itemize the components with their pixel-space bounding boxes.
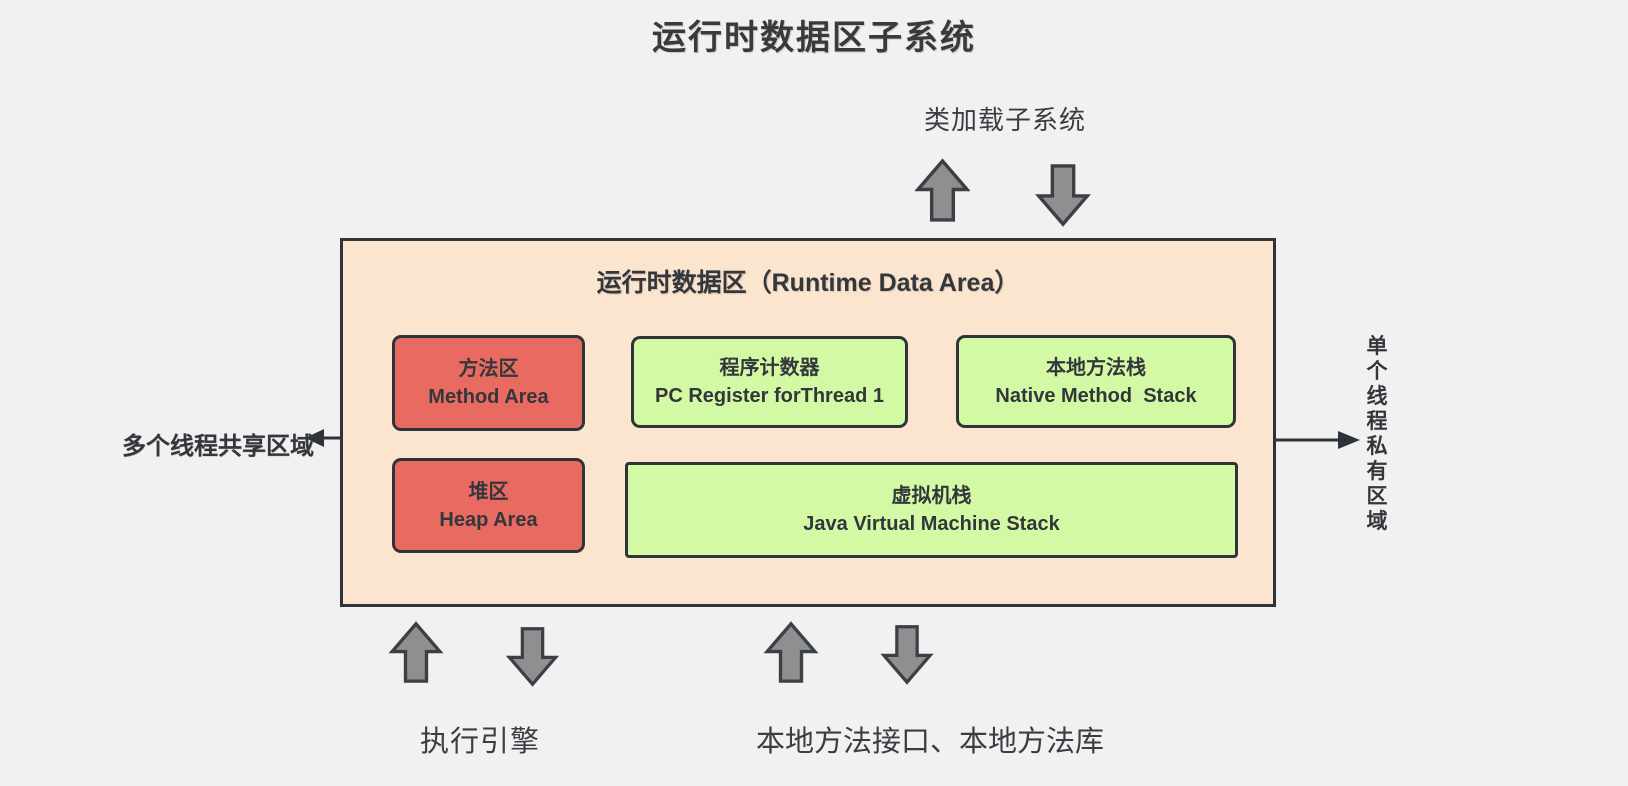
private-region-label: 单个线程私有区域 <box>1366 335 1388 533</box>
native-interface-down-arrow-icon <box>880 625 934 685</box>
jvm-stack-box: 虚拟机栈 Java Virtual Machine Stack <box>625 462 1238 558</box>
pc-register-label-en: PC Register forThread 1 <box>655 385 884 407</box>
native-method-stack-box: 本地方法栈 Native Method Stack <box>956 335 1236 428</box>
heap-area-box: 堆区 Heap Area <box>392 458 585 553</box>
runtime-data-area-title: 运行时数据区（Runtime Data Area） <box>596 269 1020 297</box>
method-area-label-zh: 方法区 <box>458 358 519 380</box>
execution-engine-label: 执行引擎 <box>419 726 540 758</box>
jvm-stack-label-en: Java Virtual Machine Stack <box>803 513 1060 535</box>
page-title: 运行时数据区子系统 <box>652 19 976 57</box>
classloader-up-arrow-icon <box>915 158 970 222</box>
native-interface-label: 本地方法接口、本地方法库 <box>755 726 1104 758</box>
shared-region-label: 多个线程共享区域 <box>122 433 314 460</box>
native-method-stack-label-en: Native Method Stack <box>995 384 1197 407</box>
runtime-data-area-container: 运行时数据区（Runtime Data Area） 方法区 Method Are… <box>340 238 1276 607</box>
pc-register-label-zh: 程序计数器 <box>719 357 820 379</box>
private-arrowhead-right-icon <box>1338 431 1360 449</box>
classloader-down-arrow-icon <box>1035 164 1091 227</box>
method-area-box: 方法区 Method Area <box>392 335 585 431</box>
jvm-stack-label-zh: 虚拟机栈 <box>891 485 972 507</box>
execution-engine-up-arrow-icon <box>388 621 444 683</box>
class-loader-label: 类加载子系统 <box>923 105 1086 135</box>
heap-area-label-zh: 堆区 <box>468 480 509 503</box>
native-method-stack-label-zh: 本地方法栈 <box>1046 356 1146 379</box>
method-area-label-en: Method Area <box>428 386 549 408</box>
pc-register-box: 程序计数器 PC Register forThread 1 <box>631 336 908 428</box>
native-interface-up-arrow-icon <box>763 621 819 683</box>
execution-engine-down-arrow-icon <box>505 627 560 687</box>
heap-area-label-en: Heap Area <box>439 508 538 531</box>
